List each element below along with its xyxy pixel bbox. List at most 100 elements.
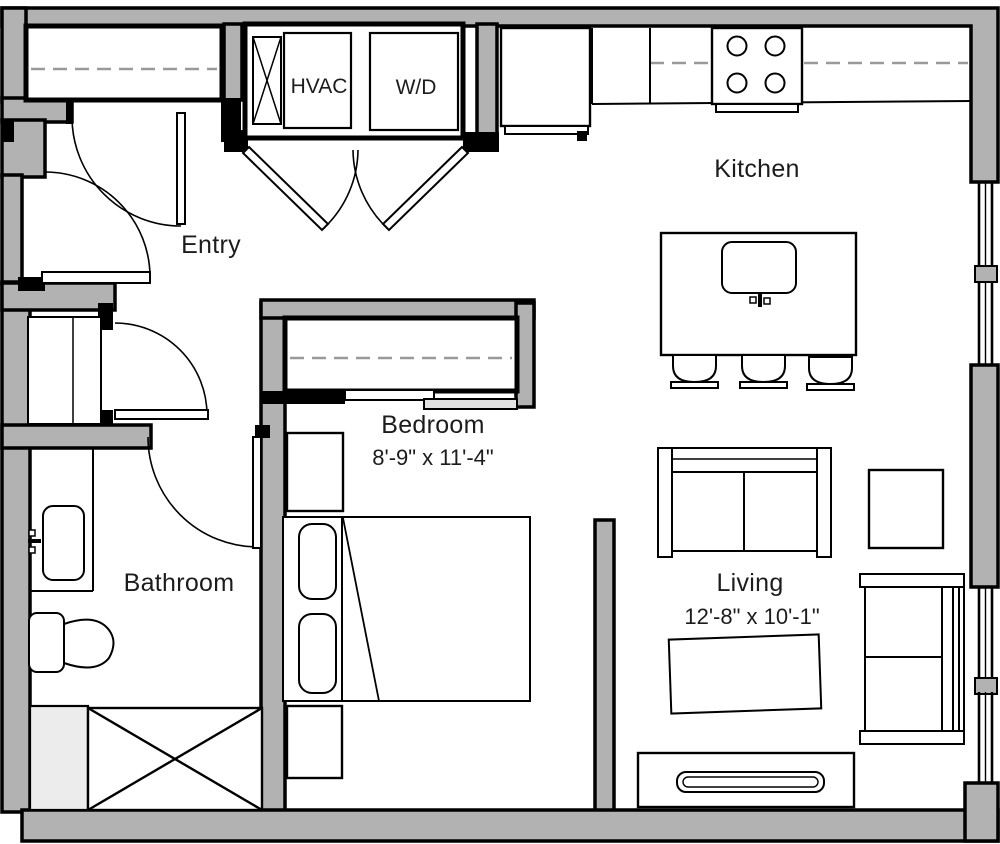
shower-pan	[28, 704, 90, 812]
armchair-armrest-bottom	[859, 730, 965, 745]
wall-left-lower	[0, 280, 32, 814]
wall-bedroom-closet-top	[259, 298, 536, 320]
nightstand	[285, 704, 344, 780]
burner	[726, 72, 748, 94]
bedroom-label: Bedroom	[381, 411, 485, 439]
bedroom-furniture	[282, 431, 531, 780]
wall-above-hall-closet	[0, 281, 117, 312]
entry-closet-door-arc	[71, 116, 182, 227]
nightstand	[285, 431, 345, 513]
hvac-closet-left-cap	[224, 130, 248, 152]
hall-closet-shelf	[27, 316, 102, 425]
bathroom-faucet	[28, 529, 41, 554]
wall-right-pier	[969, 363, 1000, 589]
bed-blanket-fold	[342, 517, 380, 702]
wall-bedroom-living	[593, 518, 616, 814]
bedroom-closet-wall-bar	[262, 391, 345, 404]
hall-closet-door-arc	[114, 322, 208, 416]
wall-caps	[2, 98, 499, 438]
window-mullion	[974, 265, 998, 283]
bar-stool	[739, 354, 788, 389]
oven-handle	[715, 103, 799, 113]
refrigerator-handle	[577, 131, 587, 141]
wall-hvac-kitchen-divider	[475, 22, 499, 138]
hvac-door-right	[381, 145, 470, 232]
living-dimensions: 12'-8" x 10'-1"	[684, 604, 819, 629]
wall-entry-door-jamb	[0, 118, 47, 179]
wall-left-top	[0, 6, 28, 104]
sofa-armrest-right	[816, 447, 832, 558]
wall-right-bottom-corner	[963, 781, 1000, 843]
bathroom-fixtures	[27, 316, 264, 812]
labels: HVAC W/D Entry Kitchen Bedroom 8'-9" x 1…	[124, 75, 820, 629]
washer-dryer	[368, 31, 460, 132]
refrigerator-door	[504, 125, 589, 135]
burner	[764, 72, 786, 94]
pillow	[298, 523, 337, 600]
refrigerator	[499, 26, 592, 128]
entry-door	[41, 271, 151, 284]
bedroom-closet	[282, 315, 520, 394]
window	[977, 692, 994, 783]
living-label: Living	[716, 569, 783, 597]
laundry-label: W/D	[396, 76, 437, 99]
armchair-armrest-top	[859, 573, 965, 588]
wall-bottom	[20, 808, 1000, 843]
living-furniture	[636, 447, 965, 809]
hvac-door-left-arc	[324, 149, 359, 228]
toilet-bowl	[63, 618, 115, 669]
pillow	[298, 613, 337, 694]
bathroom-door	[252, 436, 262, 549]
sofa-back	[671, 447, 818, 473]
burner	[726, 35, 748, 57]
sofa-armrest-left	[657, 447, 673, 558]
wall-bathroom-bedroom	[259, 301, 287, 814]
hall-closet-door	[114, 409, 209, 420]
bathroom-door-jamb	[255, 425, 270, 438]
windows	[974, 182, 998, 783]
bar-stool	[806, 356, 855, 391]
hvac-label: HVAC	[291, 75, 348, 98]
kitchen-label: Kitchen	[714, 155, 800, 183]
armchair-backrest	[941, 586, 954, 732]
entry-door-south-jamb	[18, 277, 45, 291]
tv-screen	[682, 776, 819, 788]
bathroom-label: Bathroom	[124, 569, 235, 597]
doors	[41, 112, 518, 549]
entry-label: Entry	[181, 231, 241, 259]
hvac-fixtures	[252, 31, 460, 132]
burner	[764, 35, 786, 57]
bedroom-dimensions: 8'-9" x 11'-4"	[372, 445, 493, 470]
wall-notch	[2, 120, 14, 142]
bathroom-sink	[42, 505, 85, 581]
hvac-closet-right-cap	[463, 132, 499, 152]
bedroom-sliding-door-back	[423, 398, 518, 410]
window	[977, 281, 994, 365]
entry-closet	[23, 23, 225, 103]
hvac-door-right-arc	[352, 149, 387, 228]
entry-closet-door	[176, 112, 186, 225]
stove	[710, 26, 804, 106]
bedroom-sliding-door-front	[344, 389, 435, 401]
wall-entry-hvac-divider	[222, 22, 244, 102]
bathtub-x	[87, 706, 263, 812]
island-faucet	[749, 294, 771, 307]
hvac-unit	[282, 31, 353, 130]
coffee-table	[667, 633, 823, 715]
window-mullion	[974, 677, 998, 695]
entry-door-arc	[44, 171, 151, 278]
wall-bathroom-north	[0, 423, 153, 450]
hvac-door-left	[241, 145, 330, 232]
bar-stool	[670, 354, 719, 389]
island-sink	[721, 241, 797, 294]
window	[977, 587, 994, 680]
hvac-chase-x	[252, 36, 282, 125]
entry-closet-left-jamb	[66, 98, 72, 124]
toilet-tank	[28, 612, 65, 673]
bathroom-door-arc	[147, 436, 259, 548]
side-table	[867, 468, 945, 550]
kitchen-fixtures	[499, 26, 972, 391]
armchair-seat	[864, 586, 943, 732]
